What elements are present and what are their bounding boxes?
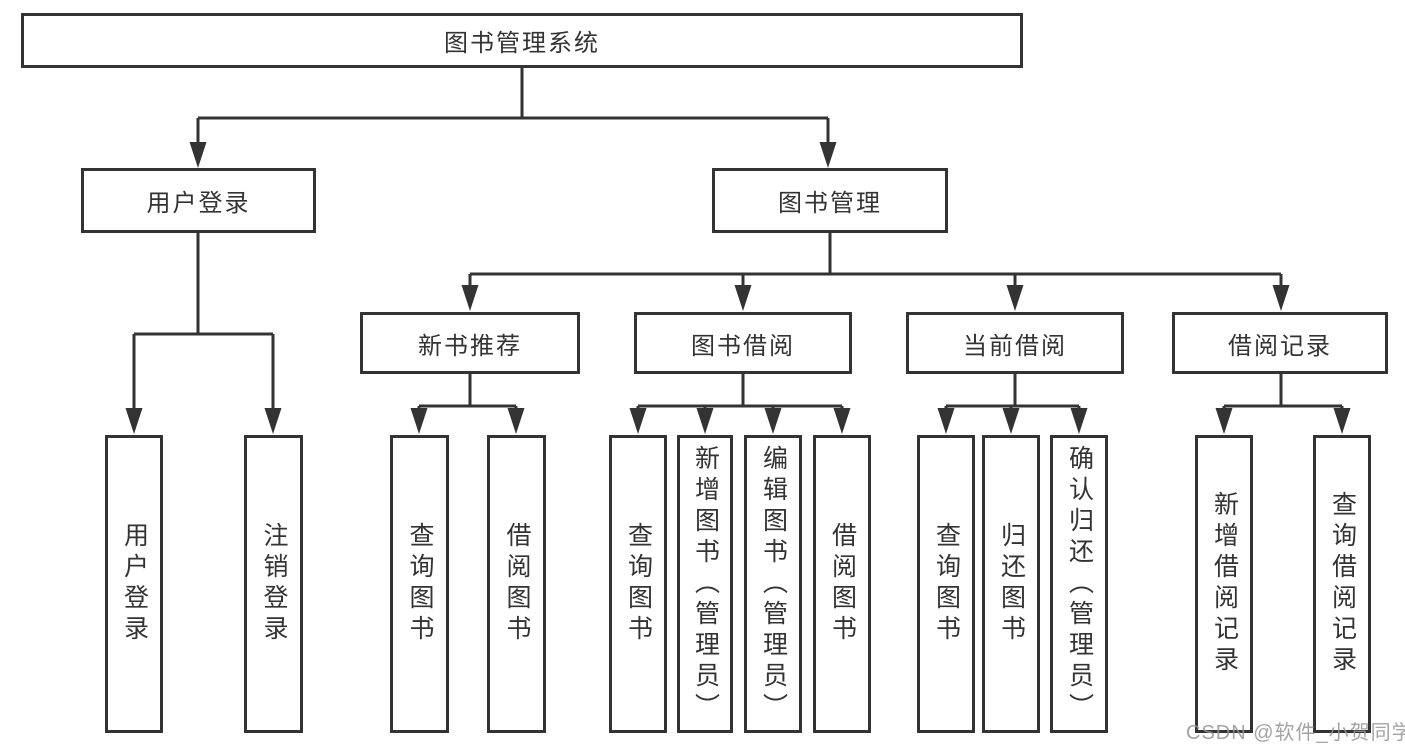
node-new-book-recommend: 新书推荐 [360, 312, 580, 374]
leaf-add-book-admin: 新增图书（管理员） [677, 435, 733, 733]
node-borrowing-records: 借阅记录 [1172, 312, 1388, 374]
node-current-borrowing: 当前借阅 [906, 312, 1124, 374]
leaf-user-login: 用户登录 [105, 435, 163, 733]
node-root-system: 图书管理系统 [21, 13, 1023, 68]
node-book-management: 图书管理 [712, 168, 948, 233]
leaf-return-book: 归还图书 [982, 435, 1040, 733]
leaf-query-books-recommend: 查询图书 [390, 435, 449, 733]
leaf-borrow-books: 借阅图书 [813, 435, 871, 733]
node-book-borrowing: 图书借阅 [634, 312, 852, 374]
leaf-confirm-return-admin: 确认归还（管理员） [1050, 435, 1108, 733]
leaf-borrow-books-recommend: 借阅图书 [487, 435, 546, 733]
csdn-watermark: CSDN @软件_小贺同学 [1186, 722, 1405, 744]
leaf-edit-book-admin: 编辑图书（管理员） [744, 435, 802, 733]
leaf-query-books-borrowing: 查询图书 [609, 435, 667, 733]
leaf-query-borrow-record: 查询借阅记录 [1313, 435, 1371, 733]
leaf-add-borrow-record: 新增借阅记录 [1195, 435, 1253, 733]
leaf-query-books-current: 查询图书 [917, 435, 975, 733]
leaf-logout: 注销登录 [244, 435, 303, 733]
node-user-login: 用户登录 [81, 168, 316, 233]
